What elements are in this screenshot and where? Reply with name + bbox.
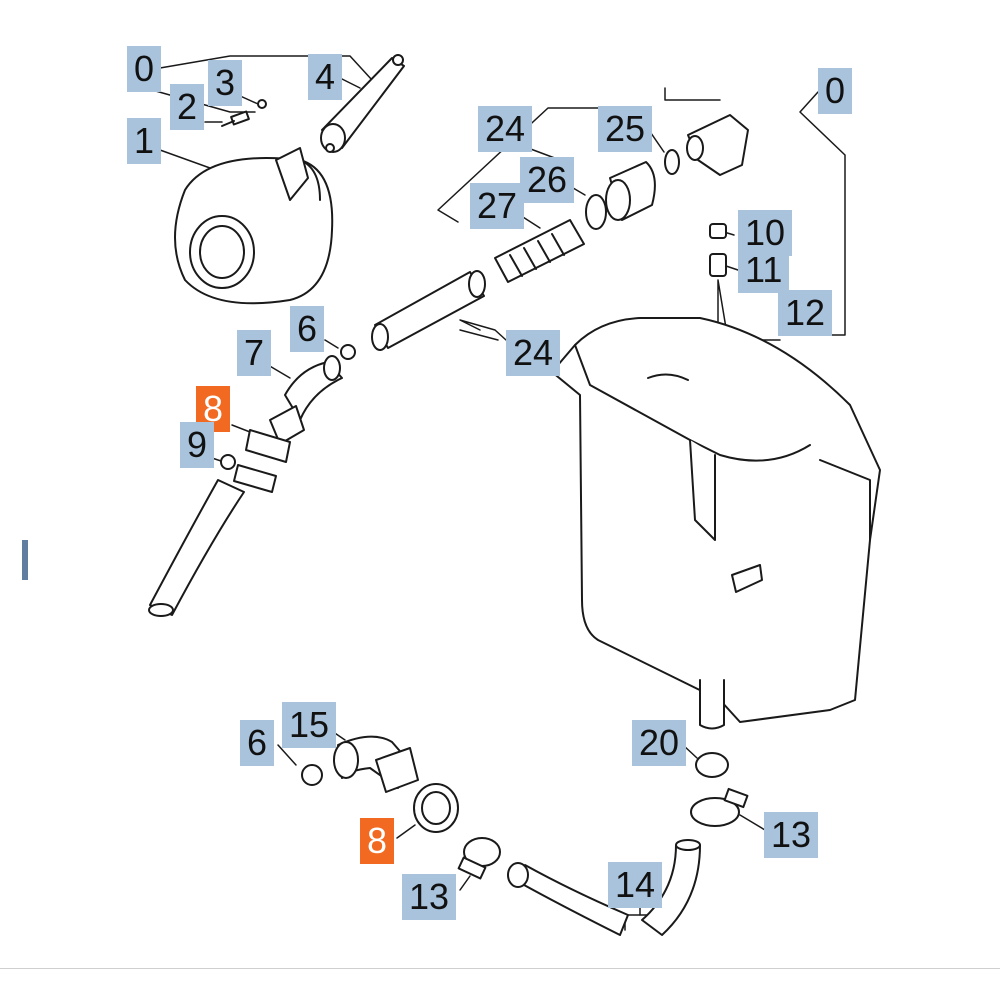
callout-3: 3 (208, 60, 243, 106)
callout-6-bottom: 6 (240, 720, 275, 766)
callout-6-top: 6 (290, 306, 325, 352)
part-screw-washer (221, 99, 267, 127)
callout-0-top: 0 (127, 46, 162, 92)
callout-24-mid: 24 (506, 330, 561, 376)
callout-8-bottom: 8 (360, 818, 395, 864)
callout-20: 20 (632, 720, 687, 766)
part-arm (320, 54, 405, 153)
bottom-divider (0, 968, 1000, 969)
callout-0-right: 0 (818, 68, 853, 114)
part-wheel (174, 147, 334, 305)
part-filter-assembly (371, 114, 749, 351)
part-tank (551, 317, 881, 730)
callout-13-right: 13 (764, 812, 819, 858)
callout-14: 14 (608, 862, 663, 908)
callout-15: 15 (282, 702, 337, 748)
edge-marker (22, 540, 28, 580)
callout-4: 4 (308, 54, 343, 100)
part-lower-fittings (301, 735, 501, 880)
callout-11: 11 (738, 247, 790, 293)
callout-9: 9 (180, 422, 215, 468)
callout-2: 2 (170, 84, 205, 130)
callout-26: 26 (520, 157, 575, 203)
callout-1: 1 (127, 118, 162, 164)
callout-25: 25 (598, 106, 653, 152)
callout-24-top: 24 (478, 106, 533, 152)
part-lower-hose (507, 752, 749, 936)
callout-12: 12 (778, 290, 833, 336)
part-upper-fitting (148, 344, 356, 617)
callout-13-left: 13 (402, 874, 457, 920)
callout-27: 27 (470, 183, 525, 229)
callout-7: 7 (237, 330, 272, 376)
part-plug (709, 223, 727, 277)
